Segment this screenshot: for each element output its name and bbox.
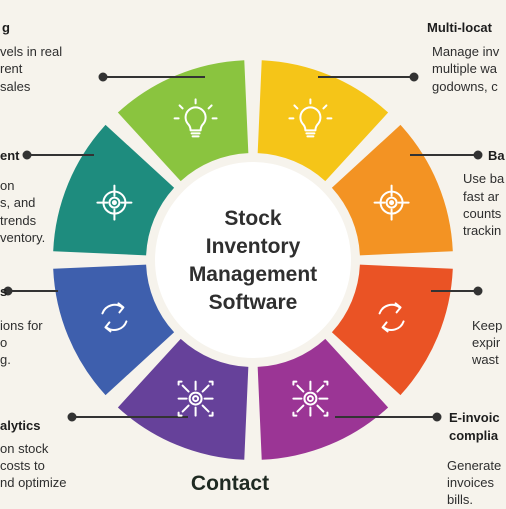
label-right4-title-2: complia [449, 428, 499, 443]
label-left2-line-2: s, and [0, 195, 36, 210]
label-left2-line-3: trends [0, 213, 37, 228]
label-right1-line-1: Manage inv [432, 44, 500, 59]
label-right4-title: E-invoic [449, 410, 500, 425]
target-icon [96, 184, 133, 221]
gear-network-icon [292, 380, 329, 417]
label-right1-line-3: godowns, c [432, 79, 498, 94]
label-right1-line-2: multiple wa [432, 61, 498, 76]
label-right3-line-1: Keep [472, 318, 503, 333]
label-left2-title: ent [0, 148, 20, 163]
label-left4-title: alytics [0, 418, 41, 433]
contact-heading: Contact [190, 472, 270, 495]
label-left3-line-2: o [0, 335, 8, 350]
label-right2-title: Ba [488, 148, 505, 163]
connector-dot-left3 [3, 286, 13, 296]
refresh-cycle-icon [378, 302, 405, 333]
label-right3-line-2: expir [472, 335, 501, 350]
label-left3-line-1: ions for [0, 318, 43, 333]
center-circle [155, 162, 351, 358]
lightbulb-icon [173, 98, 218, 138]
label-right1-title: Multi-locat [427, 20, 492, 35]
center-title-line-4: Software [208, 291, 298, 314]
label-left4-line-3: nd optimize [0, 475, 67, 490]
connector-dot-right1 [409, 72, 419, 82]
connector-dot-left1 [98, 72, 108, 82]
ring-segment-2 [257, 60, 389, 182]
center-title: Stock Inventory Management Software [163, 205, 343, 317]
label-left4-line-1: on stock [0, 441, 49, 456]
label-right4-line-3: bills. [447, 492, 474, 507]
ring-segment-1 [117, 60, 249, 182]
label-right2-line-4: trackin [463, 223, 502, 238]
label-right2-line-2: fast ar [463, 189, 500, 204]
refresh-cycle-icon [101, 302, 128, 333]
label-right3-line-3: wast [472, 352, 499, 367]
label-right2-line-3: counts [463, 206, 502, 221]
label-left1-line-2: rent [0, 61, 23, 76]
label-right4-line-2: invoices [447, 475, 494, 490]
gear-network-icon [177, 380, 214, 417]
label-left3-title: s [0, 284, 8, 299]
center-title-line-3: Management [188, 263, 318, 286]
connector-dot-right3 [473, 286, 483, 296]
label-left1-line-3: sales [0, 79, 31, 94]
target-icon [373, 184, 410, 221]
connector-dot-left4 [67, 412, 77, 422]
label-left3-line-3: g. [0, 352, 11, 367]
label-left2-line-1: on [0, 178, 15, 193]
center-title-line-1: Stock [224, 207, 282, 230]
lightbulb-icon [288, 98, 333, 138]
label-right4-line-1: Generate [447, 458, 502, 473]
connector-dot-right4 [432, 412, 442, 422]
label-right2-line-1: Use ba [463, 171, 505, 186]
label-left4-line-2: costs to [0, 458, 45, 473]
center-title-line-2: Inventory [205, 235, 301, 258]
connector-dot-left2 [22, 150, 32, 160]
label-left2-line-4: ventory. [0, 230, 46, 245]
label-left1-title: g [2, 20, 10, 35]
label-left1-line-1: vels in real [0, 44, 63, 59]
connector-dot-right2 [473, 150, 483, 160]
